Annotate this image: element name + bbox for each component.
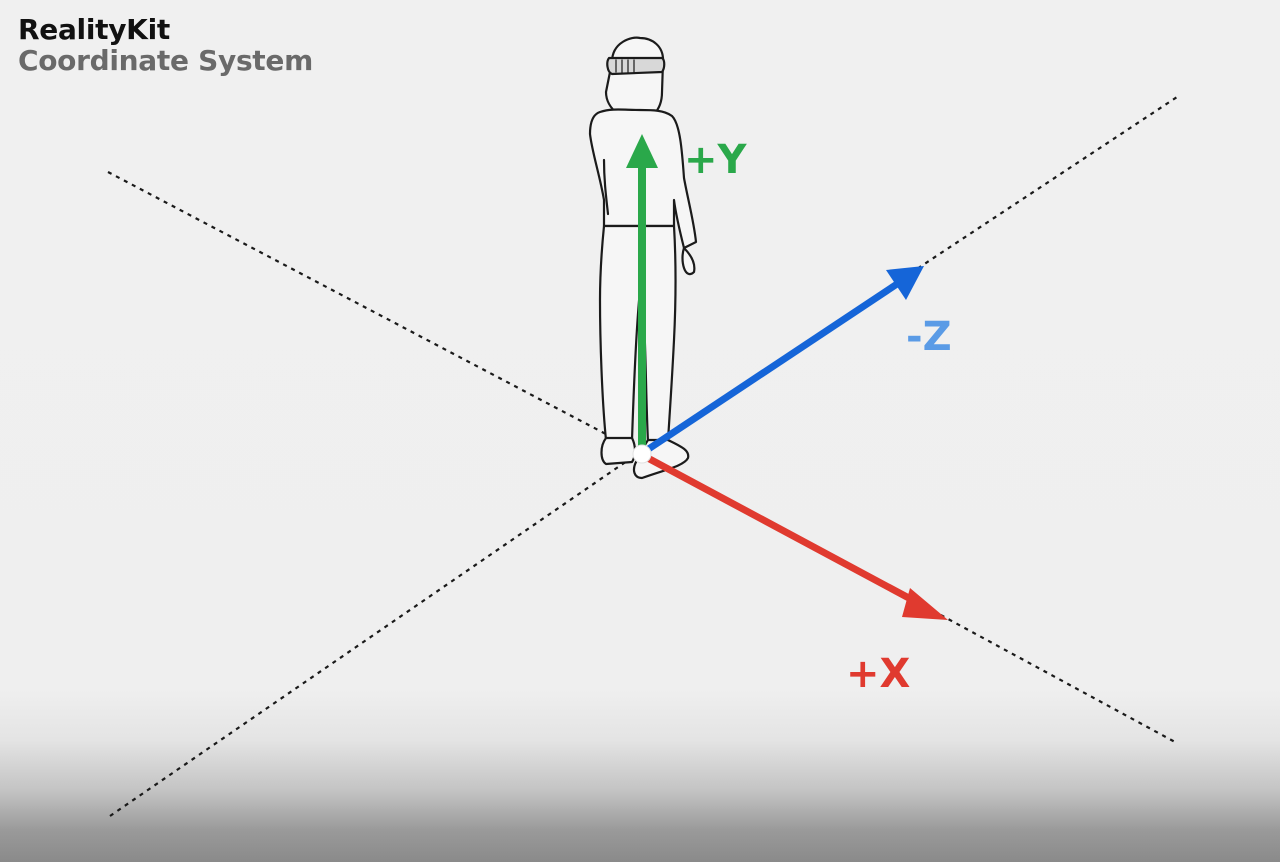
y-axis-arrow [626, 134, 658, 452]
person-wearing-headset-icon [588, 36, 698, 480]
y-axis-label: +Y [684, 137, 748, 183]
dotted-line-left-front [109, 451, 641, 817]
diagram-title: RealityKit [18, 13, 170, 46]
diagram-subtitle: Coordinate System [18, 44, 313, 78]
x-axis-label: +X [846, 651, 911, 697]
z-axis-label: -Z [906, 314, 952, 360]
origin-point [632, 444, 652, 464]
title-block: RealityKit Coordinate System [18, 14, 313, 77]
z-axis-arrow [642, 266, 924, 455]
dotted-line-left-back [107, 171, 641, 453]
x-axis-arrow [642, 452, 948, 620]
